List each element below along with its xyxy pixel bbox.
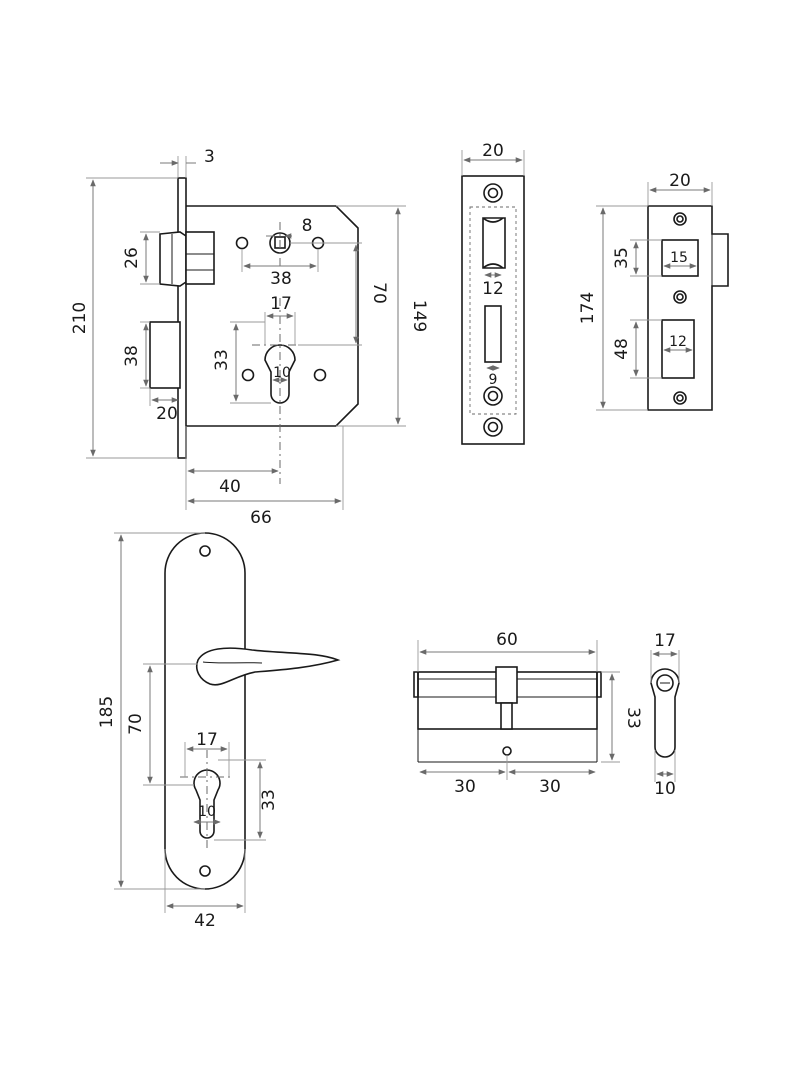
faceplate-latch-window	[482, 217, 506, 269]
dim-backset-distance: 70	[369, 282, 389, 304]
dim-strike-bolt-width: 12	[669, 334, 687, 350]
dim-faceplate-width: 20	[482, 141, 504, 161]
dim-cylinder-height: 33	[212, 349, 232, 371]
dim-cylinder-width: 17	[270, 294, 292, 314]
dead-bolt	[149, 321, 181, 389]
dim-strike-latch-height: 35	[612, 247, 632, 269]
faceplate-inner-dashed	[469, 206, 517, 415]
mortise-faceplate	[177, 177, 187, 459]
dim-cylinder-neck: 10	[273, 365, 291, 381]
dim-handle-plate-length: 185	[97, 696, 117, 728]
dim-latch-height: 26	[122, 247, 142, 269]
cylinder-fixing-hole	[502, 746, 512, 756]
faceplate-view: 20 12 9	[461, 141, 525, 445]
dim-strike-latch-width: 15	[670, 250, 688, 266]
lever-handle	[195, 647, 341, 686]
dim-strike-bolt-height: 48	[612, 338, 632, 360]
cylinder-cutout	[264, 344, 296, 404]
dim-handle-to-cylinder: 70	[126, 713, 146, 735]
dim-bolt-window: 9	[489, 372, 498, 388]
dim-total-height: 210	[70, 302, 90, 334]
latch-bolt	[159, 231, 215, 287]
handle-cylinder-hole	[193, 769, 221, 839]
dim-cylinder-half-right: 30	[539, 777, 561, 797]
dim-handle-cyl-height: 33	[259, 789, 279, 811]
dim-backset: 40	[219, 477, 241, 497]
dim-handle-plate-width: 42	[194, 911, 216, 931]
dim-faceplate-thickness: 3	[204, 147, 215, 167]
faceplate-bolt-window	[484, 305, 502, 363]
mortise-lock-view: 3 210 26 38 20 8 38 70	[70, 147, 429, 528]
dim-spindle-square: 8	[302, 216, 313, 236]
dim-cylinder-height: 33	[623, 707, 643, 729]
cylinder-cam	[495, 666, 518, 704]
dim-handle-cyl-width: 17	[196, 730, 218, 750]
faceplate-outline	[461, 175, 525, 445]
dim-case-depth: 66	[250, 508, 272, 528]
strike-plate-view: 20 174 35 15 48 12	[578, 171, 729, 411]
cylinder-profile	[650, 668, 680, 758]
strike-bolt-opening	[661, 319, 695, 379]
dim-deadbolt-throw: 20	[156, 404, 178, 424]
dim-profile-neck: 10	[654, 779, 676, 799]
dim-hole-spacing: 38	[270, 269, 292, 289]
strike-latch-opening	[661, 239, 699, 277]
hole-left	[235, 236, 249, 250]
cylinder-profile-view: 17 10	[650, 631, 680, 799]
dim-profile-width: 17	[654, 631, 676, 651]
handle-plate-view: 185 70 17 33 10 42	[97, 532, 341, 931]
dim-cylinder-length: 60	[496, 630, 518, 650]
dim-handle-cyl-neck: 10	[198, 804, 216, 820]
dim-strike-length: 174	[578, 292, 598, 324]
dim-cylinder-half-left: 30	[454, 777, 476, 797]
dim-latch-window: 12	[482, 279, 504, 299]
dim-strike-width: 20	[669, 171, 691, 191]
euro-cylinder-view: 60 30 30 33	[413, 630, 643, 797]
strike-plate-outline	[647, 205, 729, 411]
dim-deadbolt-height: 38	[122, 345, 142, 367]
dim-case-height: 149	[409, 300, 429, 332]
handle-backplate	[164, 532, 246, 890]
